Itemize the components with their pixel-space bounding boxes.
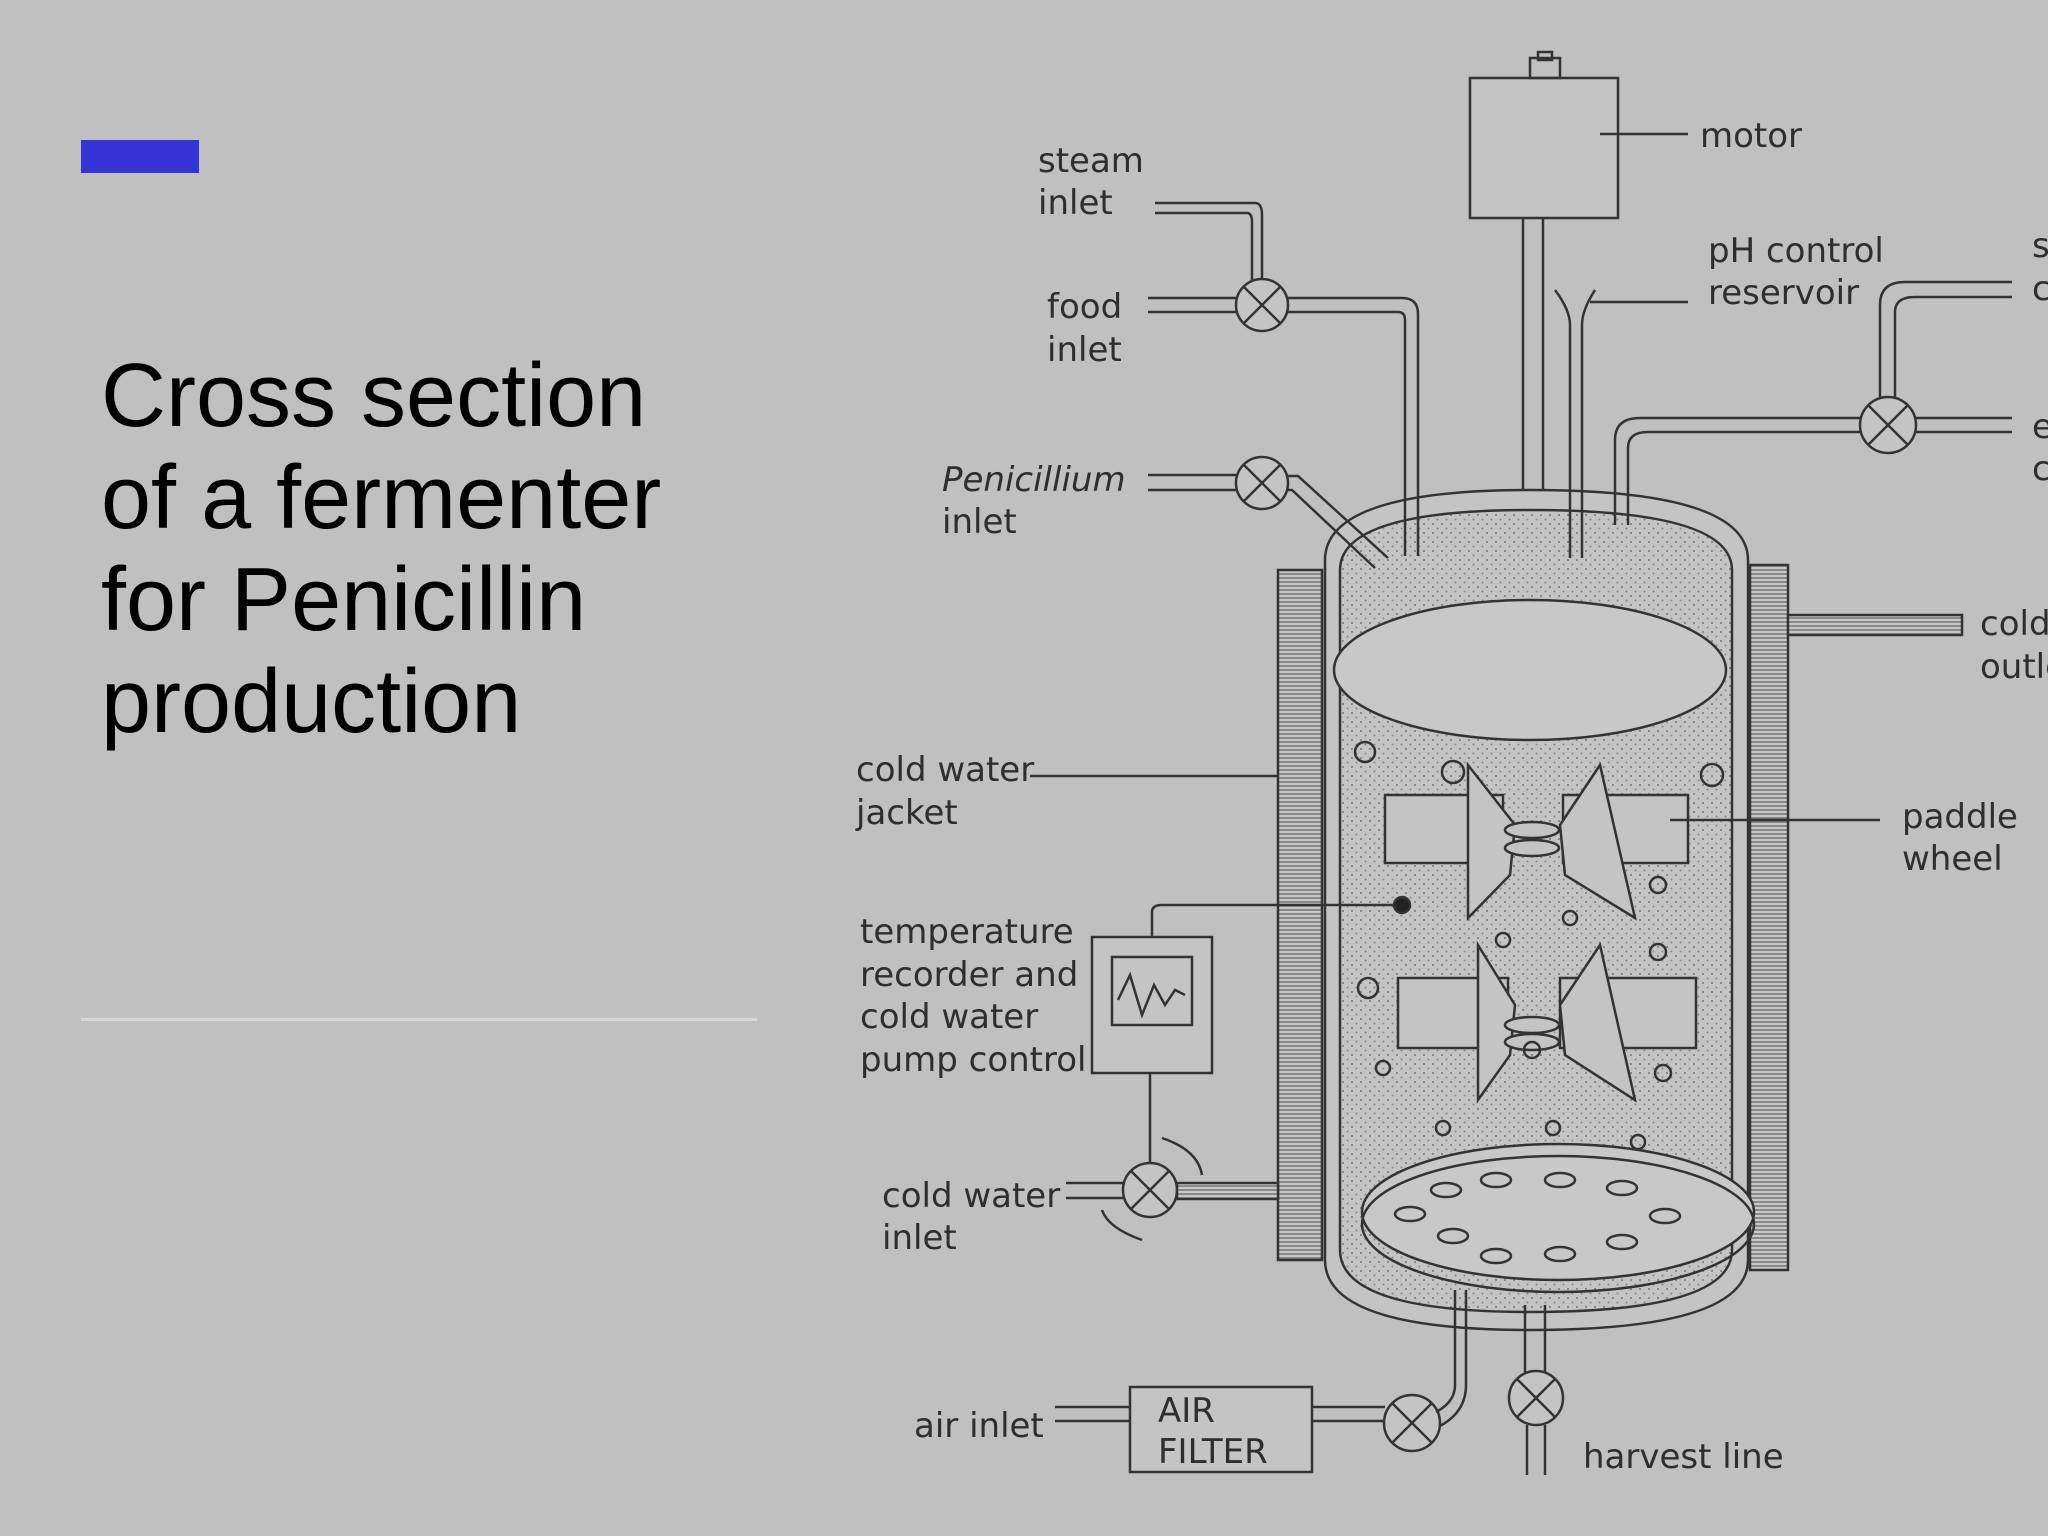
- label-temperature-recorder: cold water: [860, 997, 1038, 1037]
- label-steam-inlet: steam: [1038, 141, 1144, 181]
- cold-water-pump: [1066, 1073, 1280, 1242]
- accent-bar: [81, 140, 199, 173]
- temperature-recorder: [1090, 895, 1412, 1075]
- label-motor: motor: [1700, 116, 1802, 156]
- label-penicillium-inlet: inlet: [942, 502, 1017, 542]
- label-clipped: c: [2032, 269, 2048, 309]
- label-food-inlet: inlet: [1047, 330, 1122, 370]
- label-air-filter: AIR: [1158, 1391, 1215, 1431]
- label-paddle-wheel: wheel: [1902, 839, 2003, 879]
- label-ph-control: reservoir: [1708, 273, 1859, 313]
- label-air-inlet: air inlet: [914, 1406, 1044, 1446]
- label-paddle-wheel: paddle: [1902, 797, 2018, 837]
- label-temperature-recorder: recorder and: [860, 955, 1078, 995]
- air-sparger: [1360, 1142, 1756, 1294]
- label-ph-control: pH control: [1708, 231, 1884, 271]
- title-line: of a fermenter: [101, 448, 662, 548]
- fermenter-vessel: [1323, 488, 1750, 1332]
- motor-unit: [1468, 50, 1688, 220]
- title-line: for Penicillin: [101, 550, 587, 650]
- label-steam-inlet: inlet: [1038, 183, 1113, 223]
- label-clipped: c: [2032, 449, 2048, 489]
- label-cold-water-jacket: jacket: [855, 793, 958, 833]
- divider-line: [81, 1018, 757, 1021]
- label-air-filter: FILTER: [1158, 1432, 1268, 1472]
- label-cold-outlet: cold: [1980, 604, 2048, 644]
- label-temperature-recorder: temperature: [860, 912, 1074, 952]
- label-penicillium-inlet: Penicillium: [942, 460, 1126, 500]
- label-cold-water-jacket: cold water: [856, 750, 1034, 790]
- cold-water-jacket: [1276, 563, 1964, 1272]
- title-line: Cross section: [101, 346, 647, 446]
- label-harvest-line: harvest line: [1583, 1437, 1784, 1477]
- air-bubbles: [1353, 740, 1725, 1151]
- label-clipped: e: [2032, 407, 2048, 447]
- title-line: production: [101, 652, 522, 752]
- penicillium-inlet-pipe: [1148, 455, 1389, 569]
- ph-control-reservoir: [1553, 289, 1688, 558]
- label-cold-water-inlet: cold water: [882, 1176, 1060, 1216]
- steam-food-inlet-pipe: [1148, 201, 1420, 556]
- diagram-labels: motor steam inlet food inlet Penicillium…: [855, 116, 2048, 1477]
- label-cold-water-inlet: inlet: [882, 1218, 957, 1258]
- label-food-inlet: food: [1047, 287, 1122, 327]
- label-cold-outlet: outle: [1980, 647, 2048, 687]
- slide-title: Cross section of a fermenter for Penicil…: [101, 345, 801, 753]
- air-filter-unit: [1055, 1290, 1468, 1474]
- harvest-line: [1507, 1305, 1565, 1475]
- label-temperature-recorder: pump control: [860, 1040, 1087, 1080]
- label-clipped: s: [2032, 226, 2048, 266]
- right-side-inlet-pipe: [1613, 280, 2012, 525]
- paddle-wheel: [1383, 761, 1880, 1104]
